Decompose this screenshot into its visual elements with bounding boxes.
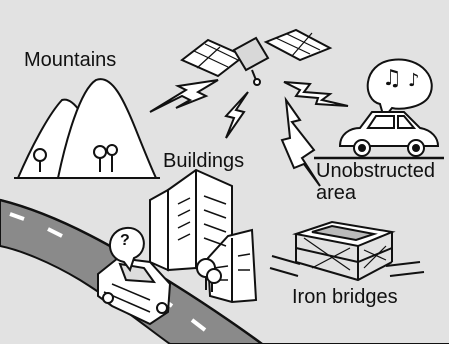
mountains-illustration xyxy=(14,78,160,179)
iron-bridges-label: Iron bridges xyxy=(292,286,398,308)
iron-bridge-illustration xyxy=(269,220,425,282)
question-bubble xyxy=(109,226,145,273)
signal-bolts xyxy=(149,79,349,187)
mountains-label: Mountains xyxy=(24,49,117,71)
music-note-double-icon: ♫ xyxy=(382,66,402,91)
car-unobstructed xyxy=(314,111,444,160)
unobstructed-area-label: area xyxy=(316,182,357,204)
question-mark: ? xyxy=(120,232,130,249)
buildings-label: Buildings xyxy=(163,150,245,172)
buildings-illustration xyxy=(149,168,258,304)
satellite-illustration xyxy=(180,28,333,86)
music-note-single-icon: ♪ xyxy=(408,70,420,91)
music-bubble xyxy=(366,58,433,121)
car-on-road xyxy=(97,256,172,326)
unobstructed-label: Unobstructed xyxy=(316,160,435,182)
